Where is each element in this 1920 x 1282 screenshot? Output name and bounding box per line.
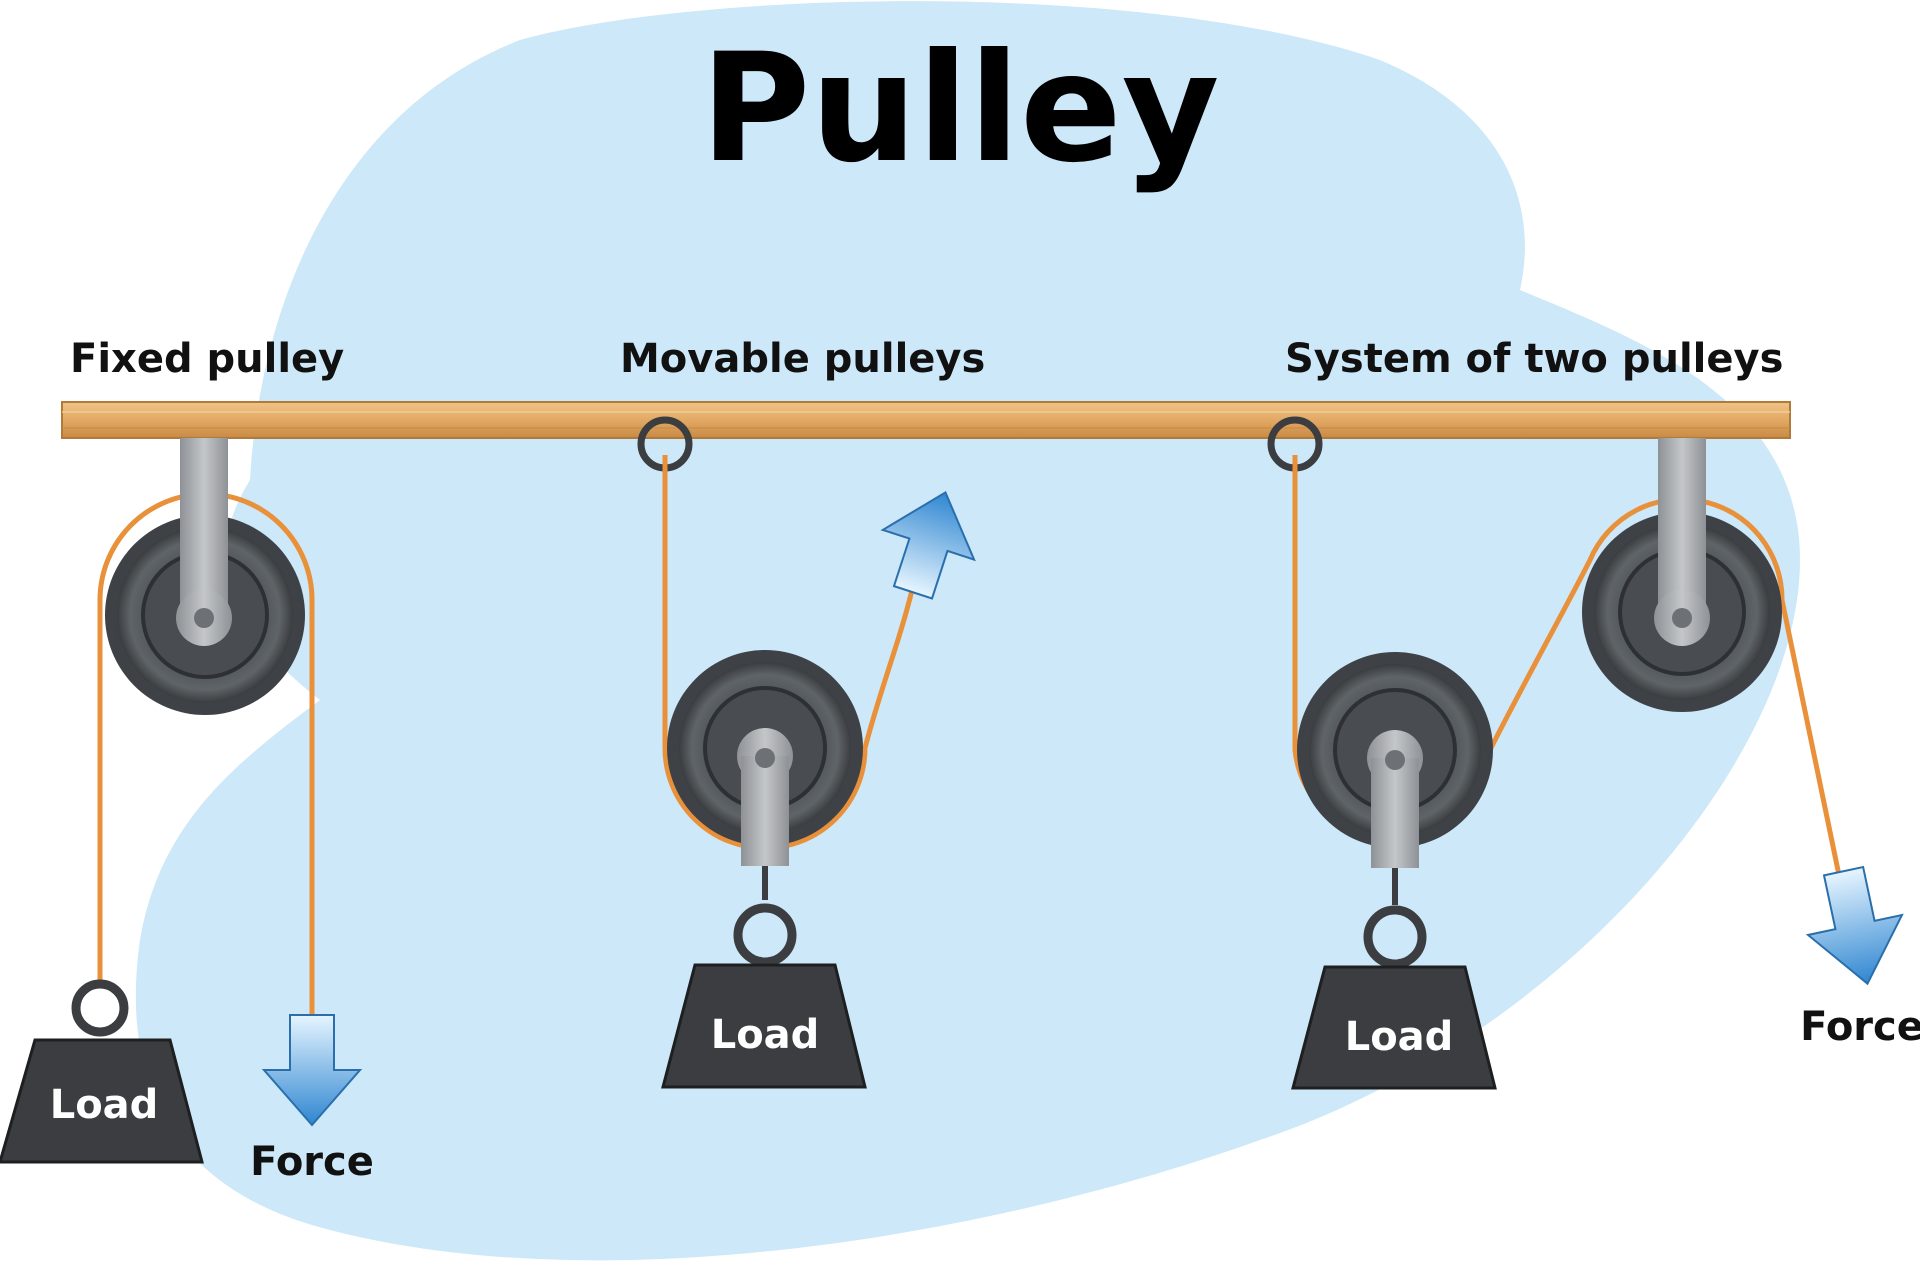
page-title: Pulley <box>700 22 1219 196</box>
pulley-bracket <box>741 756 789 866</box>
load-weight <box>0 1038 204 1164</box>
label-fixed-pulley: Fixed pulley <box>70 336 344 382</box>
fixed-pulley-assembly: Load Force <box>0 438 374 1185</box>
force-label: Force <box>250 1139 374 1185</box>
label-movable-pulleys: Movable pulleys <box>620 336 985 382</box>
force-label: Force <box>1800 1004 1920 1050</box>
background-blob <box>135 1 1800 1261</box>
pulley-bracket <box>1658 438 1706 618</box>
force-arrow-down <box>261 1014 363 1127</box>
load-ring <box>733 903 797 967</box>
load-weight <box>1291 965 1497 1090</box>
force-arrow-up <box>880 491 976 600</box>
label-system-of-two-pulleys: System of two pulleys <box>1285 336 1783 382</box>
load-label: Load <box>1345 1014 1454 1060</box>
load-ring <box>71 979 129 1037</box>
pulley-bracket <box>180 438 228 618</box>
movable-pulley-assembly: Load <box>637 416 976 1089</box>
load-label: Load <box>50 1082 159 1128</box>
pulley-bracket <box>1371 758 1419 868</box>
force-arrow-down <box>1805 865 1904 986</box>
load-label: Load <box>711 1012 820 1058</box>
load-ring <box>1363 905 1427 969</box>
wooden-beam <box>61 401 1791 439</box>
load-weight <box>661 963 867 1089</box>
rope <box>662 455 915 851</box>
two-pulley-system-assembly: Load Force <box>1267 416 1920 1090</box>
